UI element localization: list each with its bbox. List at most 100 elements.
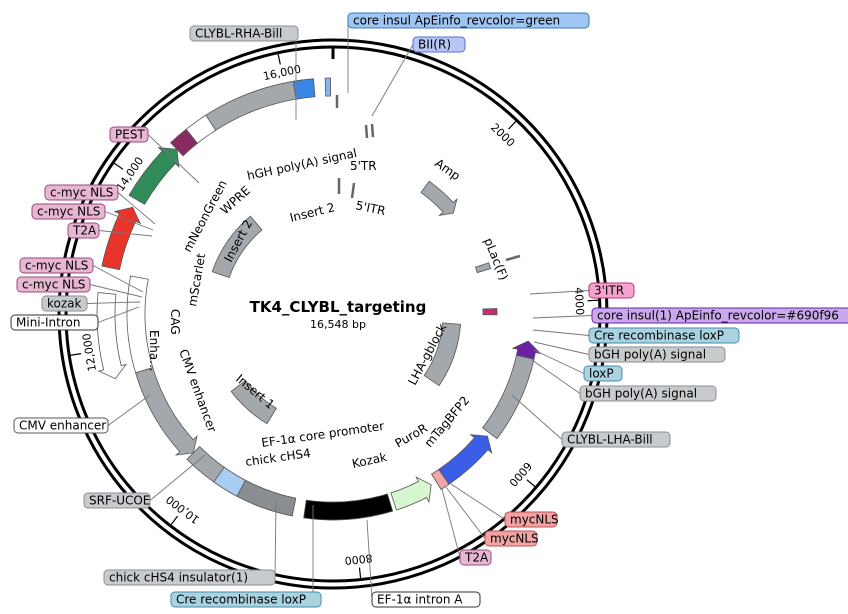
feature-cag[interactable] (126, 275, 154, 374)
feature-layer (96, 77, 542, 521)
callout-chick-chs4-ins[interactable]: chick cHS4 insulator(1) (103, 569, 276, 586)
callout-core-insul-690[interactable]: core insul(1) ApEinfo_revcolor=#690f96 (591, 307, 848, 324)
tick-label: 12,000 (80, 332, 99, 372)
feature-core-insul-a[interactable] (292, 78, 316, 100)
callout-mycnls-1[interactable]: mycNLS (504, 511, 559, 528)
callout-t2a-bottom[interactable]: T2A (459, 549, 492, 566)
feature-clybl-lha[interactable] (482, 354, 535, 440)
tick-label: 6000 (506, 459, 534, 489)
callout-leader (104, 211, 154, 231)
tick-label: 8000 (344, 551, 373, 567)
callout-mycnls-2[interactable]: mycNLS (484, 530, 539, 547)
feature-bii-r[interactable] (324, 77, 332, 97)
callout-leader (92, 265, 144, 293)
tick-mark (508, 119, 518, 130)
callout-cmv-enhancer[interactable]: CMV enhancer (13, 417, 109, 434)
callout-leader (532, 329, 590, 336)
feature-chs4-dark[interactable] (236, 479, 297, 517)
callout-label: 3'ITR (594, 284, 624, 298)
callout-leader (531, 359, 581, 394)
feature-mscarlet[interactable] (101, 206, 142, 271)
callout-label: T2A (464, 551, 489, 565)
hgh-text: hGH poly(A) signal (246, 146, 358, 183)
amp-text: Amp (432, 156, 463, 183)
callout-ef1a-intron-a[interactable]: EF-1α intron A (371, 591, 481, 608)
callout-core-insul-green[interactable]: core insul ApEinfo_revcolor=green (347, 12, 590, 29)
callout-leader (533, 341, 590, 355)
callout-label: c-myc NLS (25, 259, 88, 273)
feature-lha-gblock[interactable] (423, 322, 462, 387)
feature-mycnls-b[interactable] (431, 468, 450, 490)
callout-leader (89, 284, 143, 298)
callout-label: Mini-Intron (16, 316, 80, 330)
callout-kozak-left[interactable]: kozak (41, 295, 88, 312)
leader-layer (86, 20, 593, 600)
callout-leader (532, 315, 593, 319)
callout-bgh-polya-1[interactable]: bGH poly(A) signal (588, 346, 726, 363)
tick-mark (277, 52, 281, 65)
feature-puror[interactable] (390, 476, 432, 511)
callout-c-myc-nls-3[interactable]: c-myc NLS (19, 257, 94, 274)
mneongreen-text: mNeonGreen (180, 178, 230, 255)
tick-mark (587, 299, 600, 302)
callout-t2a-left[interactable]: T2A (67, 222, 100, 239)
callout-leader (97, 306, 140, 323)
callout-leader (149, 454, 206, 501)
five-itr-text: 5'ITR (354, 198, 386, 218)
callout-c-myc-nls-2[interactable]: c-myc NLS (31, 203, 106, 220)
feature-amp[interactable] (420, 180, 458, 217)
feature-insert-2[interactable] (211, 215, 263, 279)
callout-label: Cre recombinase loxP (176, 593, 306, 607)
callout-label: BII(R) (418, 38, 451, 52)
callout-cre-loxp-bottom[interactable]: Cre recombinase loxP (170, 591, 322, 608)
feature-chs4-blue[interactable] (213, 466, 246, 497)
chick-chs4-text: chick cHS4 (244, 446, 311, 469)
callout-loxp[interactable]: loxP (583, 365, 623, 382)
callout-c-myc-nls-1[interactable]: c-myc NLS (44, 184, 119, 201)
callout-label: bGH poly(A) signal (585, 387, 697, 401)
callout-label: mycNLS (510, 513, 559, 527)
kozak-text: Kozak (351, 450, 388, 471)
callout-label: EF-1α intron A (377, 593, 463, 607)
callout-clybl-lha-bill[interactable]: CLYBL-LHA-Bill (561, 431, 671, 448)
callout-bgh-polya-2[interactable]: bGH poly(A) signal (579, 385, 717, 402)
callout-label: CMV enhancer (19, 419, 106, 433)
feature-mneongreen[interactable] (128, 147, 180, 205)
callout-label: core insul(1) ApEinfo_revcolor=#690f96 (597, 309, 839, 323)
callout-leader (511, 394, 563, 440)
tick-mark (112, 162, 124, 170)
callout-srf-ucoe[interactable]: SRF-UCOE (83, 492, 151, 509)
callout-label: CLYBL-LHA-Bill (567, 433, 653, 447)
cmv-inner-text: CMV enhancer (176, 347, 219, 434)
feature-hgh-polya[interactable] (201, 79, 305, 134)
callout-pest[interactable]: PEST (109, 126, 149, 143)
tick-mark (358, 567, 362, 580)
callout-leader (445, 486, 486, 539)
site-mark (364, 124, 369, 139)
feature-wpre[interactable] (185, 114, 217, 144)
five-tr-text: 5'TR (350, 159, 377, 173)
callout-cre-loxp-right[interactable]: Cre recombinase loxP (588, 327, 740, 344)
feature-plac-f[interactable] (474, 262, 492, 274)
mtagbfp2-text: mTagBFP2 (422, 393, 473, 450)
feature-mtagbfp2[interactable] (438, 434, 493, 485)
callout-label: kozak (47, 297, 82, 311)
callout-label: c-myc NLS (50, 186, 113, 200)
tick-mark (526, 479, 537, 488)
feature-insert-1[interactable] (230, 379, 277, 425)
feature-enha[interactable] (96, 292, 128, 380)
feature-ef1a-intron[interactable] (303, 493, 394, 521)
callout-bii-r[interactable]: BII(R) (412, 36, 466, 53)
callout-three-itr[interactable]: 3'ITR (588, 282, 635, 299)
callout-label: Cre recombinase loxP (594, 329, 724, 343)
site-mark (370, 123, 375, 138)
plasmid-title: TK4_CLYBL_targeting (250, 298, 427, 316)
callout-label: CLYBL-RHA-Bill (195, 27, 282, 41)
callout-mini-intron[interactable]: Mini-Intron (10, 314, 99, 331)
tick-label: 4000 (572, 287, 586, 316)
callout-leader (529, 290, 590, 295)
callout-clybl-rha-bill[interactable]: CLYBL-RHA-Bill (189, 25, 299, 42)
insert2-small-text: Insert 2 (288, 200, 336, 225)
feature-three-itr[interactable] (482, 308, 498, 316)
callout-c-myc-nls-4[interactable]: c-myc NLS (16, 276, 91, 293)
